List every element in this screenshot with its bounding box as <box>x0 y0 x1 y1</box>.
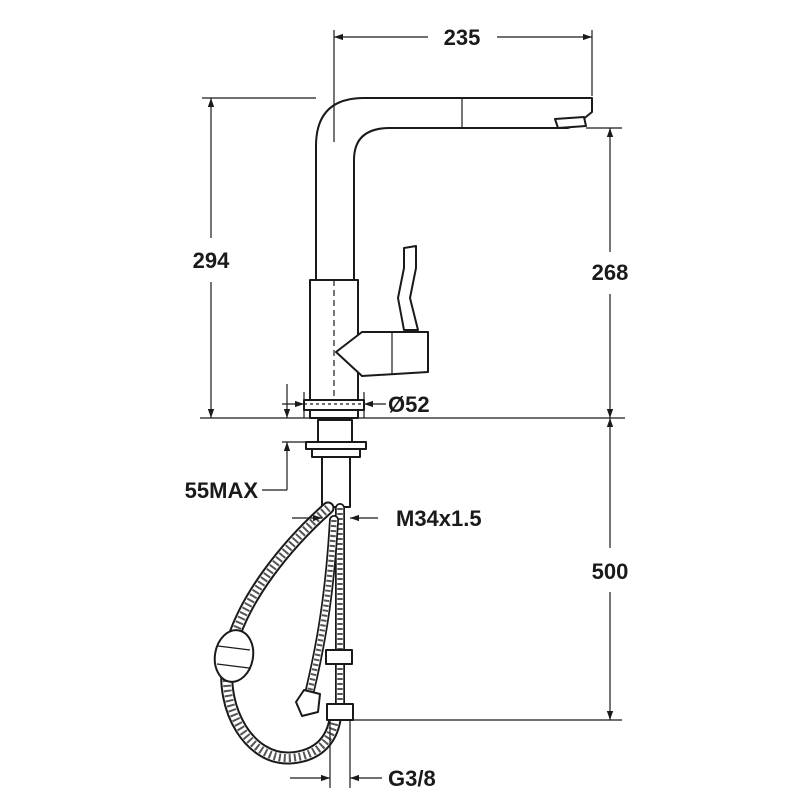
dim-base-diameter: Ø52 <box>282 392 430 418</box>
dim-thread: M34x1.5 <box>292 506 482 531</box>
dim-connection: G3/8 <box>290 720 436 791</box>
dim-connection-label: G3/8 <box>388 766 436 791</box>
connector-nut-right <box>326 703 354 721</box>
dim-total-height: 294 <box>193 97 316 418</box>
mounting-washer <box>305 441 367 450</box>
spout <box>315 97 593 283</box>
handle-housing <box>335 331 429 377</box>
dim-width-top-label: 235 <box>444 25 481 50</box>
dim-thread-label: M34x1.5 <box>396 506 482 531</box>
dim-hose-length: 500 <box>352 418 629 721</box>
dim-spout-height: 268 <box>586 127 629 418</box>
pullout-hose <box>213 501 343 765</box>
dim-hose-length-label: 500 <box>592 559 629 584</box>
dim-mount-thickness: 55MAX <box>185 384 306 503</box>
base-flange <box>303 399 365 411</box>
handle-lever <box>397 245 419 331</box>
supply-pipes <box>295 503 354 721</box>
base-ring <box>309 409 359 419</box>
dim-base-diameter-label: Ø52 <box>388 392 430 417</box>
dim-width-top: 235 <box>333 25 593 142</box>
dim-mount-thickness-label: 55MAX <box>185 478 259 503</box>
aerator <box>554 116 587 129</box>
mounting-nut <box>311 448 361 458</box>
hose-weight-band <box>217 645 251 651</box>
hose-weight <box>213 629 255 683</box>
connector-nut-left <box>295 689 321 717</box>
faucet-body <box>303 97 593 419</box>
threaded-shank <box>321 456 351 508</box>
pipe-clip <box>325 649 353 665</box>
dim-total-height-label: 294 <box>193 248 230 273</box>
hose-weight-band <box>216 663 250 669</box>
mounting-shank-top <box>317 419 353 443</box>
mounting-assembly <box>305 419 367 508</box>
dim-spout-height-label: 268 <box>592 260 629 285</box>
